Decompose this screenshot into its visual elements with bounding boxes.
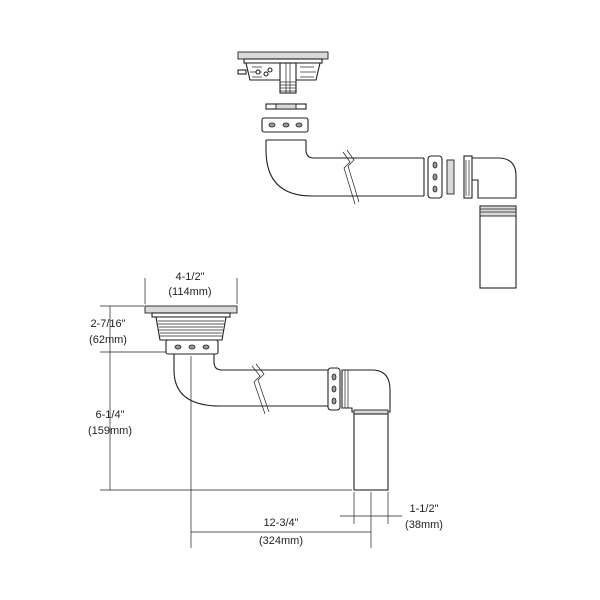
drop-height-metric: (159mm) — [88, 425, 132, 437]
horizontal-run-imperial: 12-3/4" — [263, 517, 298, 529]
strainer-width-metric: (114mm) — [168, 286, 211, 298]
tailpiece-diameter-metric: (38mm) — [405, 519, 443, 531]
exploded-view — [237, 51, 517, 289]
exploded-basket-strainer — [237, 51, 329, 94]
assembled-slip-flange — [327, 367, 341, 411]
assembled-outlet-elbow — [341, 369, 391, 415]
exploded-slip-washer — [446, 159, 455, 195]
exploded-slip-flange — [427, 155, 443, 199]
strainer-width-imperial: 4-1/2" — [176, 271, 205, 283]
exploded-coupling-nut — [261, 117, 309, 133]
assembled-tailpiece — [353, 413, 389, 491]
drop-height-imperial: 6-1/4" — [96, 409, 125, 421]
assembled-elbow-pipe — [173, 354, 328, 415]
assembled-view — [144, 305, 391, 491]
exploded-washer — [265, 103, 307, 110]
exploded-elbow-pipe — [265, 139, 425, 205]
exploded-tailpiece — [479, 205, 517, 289]
dimension-labels: 4-1/2" (114mm) 2-7/16" (62mm) 6-1/4" (15… — [88, 271, 443, 547]
exploded-outlet-elbow — [463, 155, 517, 199]
dimension-lines — [100, 278, 402, 548]
flange-height-imperial: 2-7/16" — [90, 318, 125, 330]
tailpiece-diameter-imperial: 1-1/2" — [410, 503, 439, 515]
flange-height-metric: (62mm) — [89, 334, 127, 346]
horizontal-run-metric: (324mm) — [259, 535, 303, 547]
assembled-basket-strainer — [144, 305, 238, 355]
